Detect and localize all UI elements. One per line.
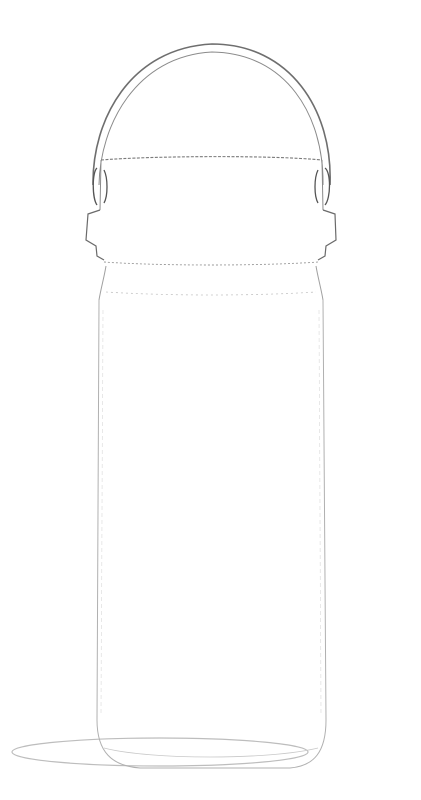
cap-right-wall (321, 159, 324, 211)
cap-bottom-rim (103, 261, 319, 266)
bottle-body-seam-right (318, 309, 322, 716)
bottle-handle-inner (98, 51, 324, 186)
cap-top-rim (100, 156, 323, 161)
bottle-base (103, 747, 319, 758)
handle-left-hub (92, 167, 108, 206)
handle-right-hub (314, 167, 331, 206)
cap-left-wall (99, 159, 102, 211)
cap-right-lug (317, 209, 337, 261)
bottle-body-seam-left (100, 309, 104, 716)
bottle-handle-outer (92, 43, 331, 186)
bottle-shoulder-line (105, 291, 317, 296)
bottle-shoulder (98, 265, 324, 301)
bottle-body (96, 299, 327, 769)
cap-left-lug (85, 209, 105, 261)
ground-shadow (11, 737, 309, 767)
